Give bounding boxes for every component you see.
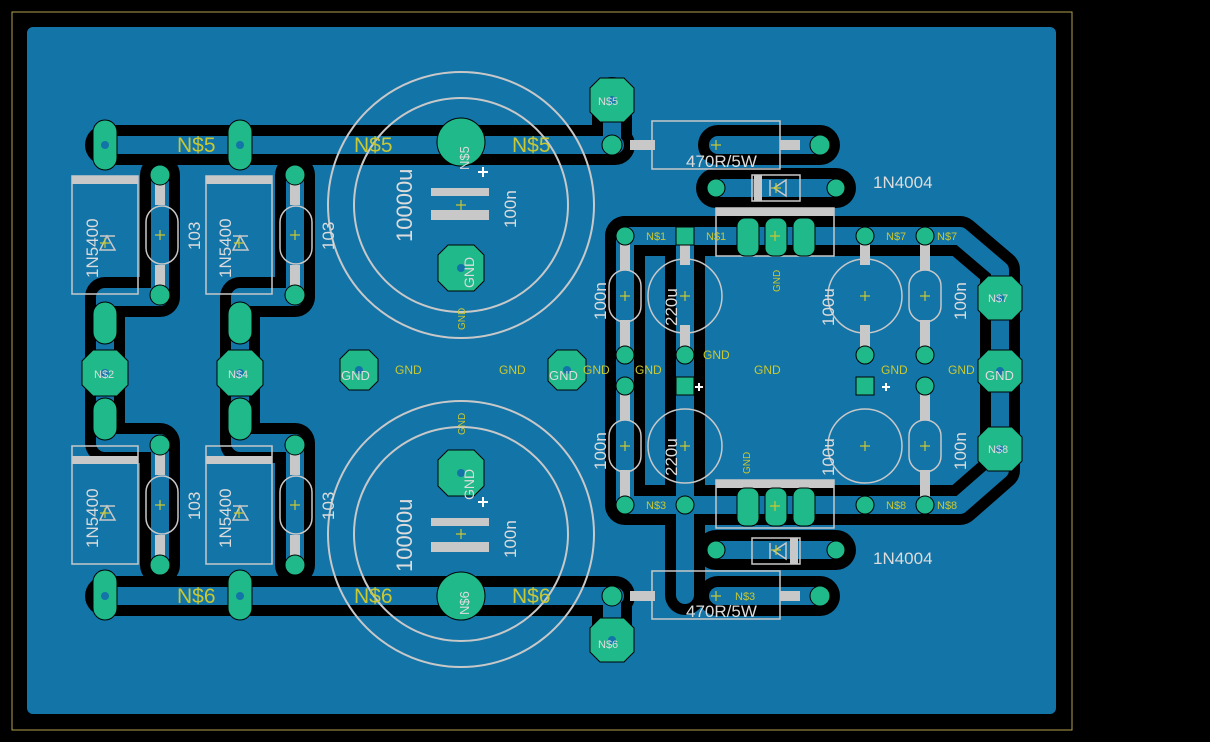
net-n1-a: N$1 [646,231,666,243]
pad-n5: N$5 [598,96,618,108]
net-n6-c: N$6 [512,585,551,608]
net-gnd-g: GND [948,363,975,377]
pad-n2: N$2 [94,369,114,381]
gnd-reg-top: GND [772,270,783,292]
gnd-small-b: GND [457,413,468,435]
pads-square [675,226,875,396]
label-d2: 1N5400 [216,218,235,278]
label-c100u-b: 100u [819,438,838,476]
label-d4: 1N5400 [216,488,235,548]
elec-caps [647,258,903,484]
label-c100n-c: 100n [951,282,970,320]
board-outline [11,11,1073,731]
net-n8-b: N$8 [937,500,957,512]
label-r-bot: 470R/5W [686,602,757,621]
n6-vert: N$6 [457,591,472,615]
label-d3: 1N5400 [83,488,102,548]
reg-diode-bands [754,175,798,564]
reg-diodes [751,174,801,565]
cap-103-bodies [145,205,942,535]
net-gnd-f: GND [881,363,908,377]
text-labels: 1N5400 1N5400 1N5400 1N5400 103 103 103 … [83,96,1014,651]
label-c2: 103 [319,222,338,250]
pad-gnd-c: GND [985,368,1014,383]
label-c100n-top: 100n [501,190,520,228]
resistors [651,120,781,620]
net-n5-b: N$5 [354,134,393,157]
pad-n7: N$7 [988,293,1008,305]
label-c220u-a: 220u [662,288,681,326]
net-gnd-c: GND [583,363,610,377]
label-c220u-b: 220u [662,438,681,476]
gnd-reg-bot: GND [742,452,753,474]
drill-holes [101,96,1004,644]
pads-round [149,117,935,621]
pad-gnd-b: GND [549,368,578,383]
net-gnd-a: GND [395,363,422,377]
label-c100u-a: 100u [819,288,838,326]
label-c10000-top: 10000u [392,169,417,242]
net-n7-a: N$7 [886,231,906,243]
label-diode-bot: 1N4004 [873,549,933,568]
net-gnd-b: GND [499,363,526,377]
label-c4: 103 [319,492,338,520]
label-d1: 1N5400 [83,218,102,278]
label-c1: 103 [185,222,204,250]
net-n7-b: N$7 [937,231,957,243]
net-n6-a: N$6 [177,585,216,608]
label-c10000-bot: 10000u [392,499,417,572]
gnd-small-a: GND [457,308,468,330]
net-n5-c: N$5 [512,134,551,157]
pad-gnd-a: GND [341,368,370,383]
label-r-top: 470R/5W [686,152,757,171]
big-caps [327,71,595,668]
pad-n6: N$6 [598,639,618,651]
net-n6-b: N$6 [354,585,393,608]
net-n3-b: N$3 [735,591,755,603]
plus-marks [100,140,930,601]
net-n5-a: N$5 [177,134,216,157]
label-c100n-d: 100n [951,432,970,470]
regulator-tabs [716,208,834,488]
diode-bridge-bodies [71,175,273,565]
net-n3-a: N$3 [646,500,666,512]
label-c100n-b: 100n [591,432,610,470]
net-gnd-h: GND [703,348,730,362]
diode-bands [72,176,272,464]
gnd-vert-a: GND [461,257,477,288]
label-diode-top: 1N4004 [873,173,933,192]
net-gnd-e: GND [754,363,781,377]
gnd-vert-b: GND [461,469,477,500]
label-c3: 103 [185,492,204,520]
n5-vert: N$5 [457,146,472,170]
net-n8-a: N$8 [886,500,906,512]
label-c100n-a: 100n [591,282,610,320]
net-gnd-d: GND [635,363,662,377]
pad-n4: N$4 [228,369,248,381]
net-n1-b: N$1 [706,231,726,243]
label-c100n-bot: 100n [501,520,520,558]
polarity-plus [478,167,890,507]
cap-polarity-blocks [431,188,489,552]
pad-n8: N$8 [988,444,1008,456]
